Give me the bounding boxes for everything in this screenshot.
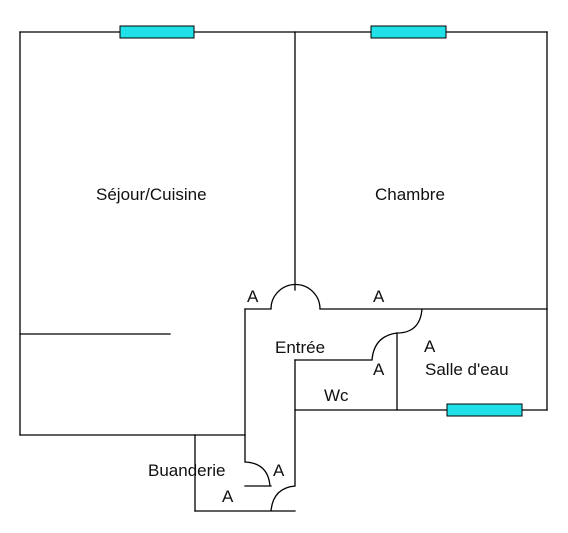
door-salle-arc — [396, 308, 423, 334]
window-chambre — [370, 25, 447, 39]
door-mark-sejour: A — [247, 287, 259, 306]
window-sejour — [119, 25, 195, 39]
door-wc-arc — [371, 332, 398, 361]
room-label-chambre: Chambre — [375, 185, 445, 204]
room-label-entree: Entrée — [275, 338, 326, 357]
room-label-salle-eau: Salle d'eau — [425, 360, 509, 379]
room-label-sejour: Séjour/Cuisine — [96, 185, 207, 204]
door-buanderie-arc — [244, 461, 271, 487]
windows — [119, 25, 523, 417]
doors — [244, 283, 423, 512]
window-salle-eau — [446, 403, 523, 417]
room-label-buanderie: Buanderie — [148, 461, 226, 480]
room-label-wc: Wc — [324, 386, 349, 405]
door-mark-wc: A — [373, 360, 385, 379]
door-mark-chambre: A — [373, 287, 385, 306]
door-mark-buanderie-lower: A — [222, 487, 234, 506]
door-sejour-arc — [270, 283, 321, 310]
walls — [19, 31, 548, 512]
door-entrance-arc — [270, 485, 296, 512]
door-mark-salle-eau: A — [424, 337, 436, 356]
door-mark-buanderie-upper: A — [273, 461, 285, 480]
